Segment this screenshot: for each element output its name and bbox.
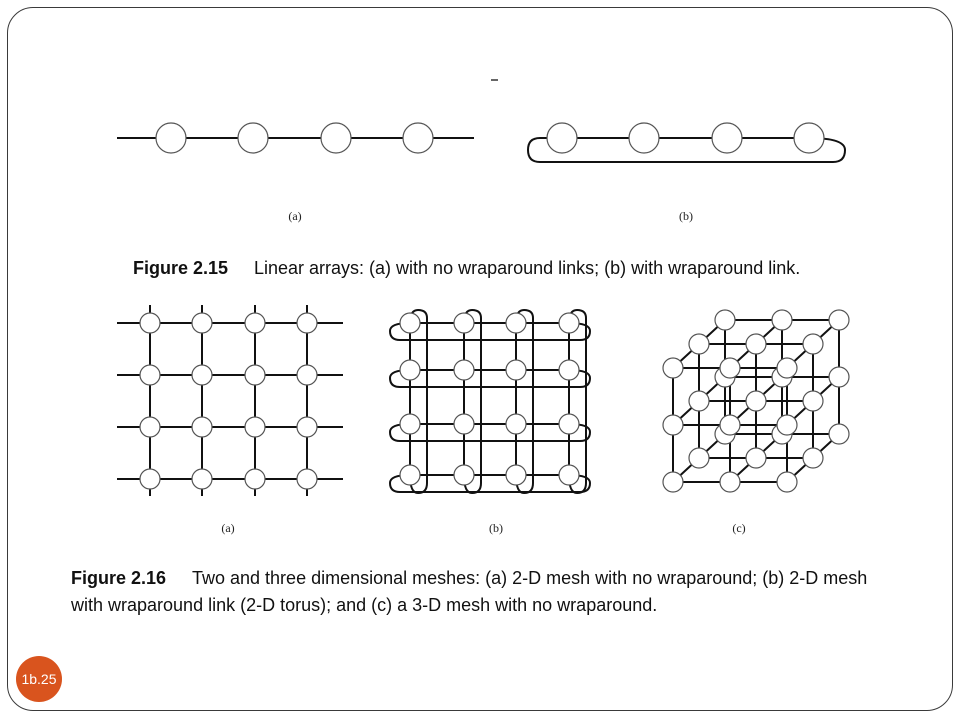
node	[237, 122, 269, 154]
fig216-caption-line1: Figure 2.16 Two and three dimensional me…	[71, 568, 867, 588]
node	[776, 471, 798, 493]
column-wraparound	[409, 308, 428, 495]
node	[628, 122, 660, 154]
node	[191, 364, 213, 386]
node	[802, 333, 824, 355]
node	[719, 357, 741, 379]
node	[688, 390, 710, 412]
column-wraparound	[515, 308, 534, 495]
node	[139, 312, 161, 334]
node	[688, 447, 710, 469]
fig216-label-c: (c)	[732, 521, 745, 535]
fig216-label-a: (a)	[221, 521, 234, 535]
node	[745, 447, 767, 469]
fig216-label-b: (b)	[489, 521, 503, 535]
node	[191, 468, 213, 490]
fig215-caption-number: Figure 2.15	[133, 258, 228, 278]
node	[399, 359, 421, 381]
node	[139, 468, 161, 490]
node	[505, 359, 527, 381]
node	[828, 366, 850, 388]
node	[546, 122, 578, 154]
column-wraparound	[463, 308, 482, 495]
node	[453, 413, 475, 435]
node	[776, 414, 798, 436]
node	[399, 464, 421, 486]
node	[828, 309, 850, 331]
node	[719, 471, 741, 493]
row-wraparound	[388, 369, 592, 388]
node	[558, 359, 580, 381]
column-wraparound	[568, 308, 587, 495]
node	[296, 312, 318, 334]
slide-number-badge: 1b.25	[16, 656, 62, 702]
node	[296, 364, 318, 386]
node	[453, 312, 475, 334]
fig215-caption-text: Linear arrays: (a) with no wraparound li…	[254, 258, 800, 278]
node	[802, 447, 824, 469]
node	[505, 464, 527, 486]
node	[662, 357, 684, 379]
mesh-2d-no-wraparound	[117, 305, 343, 496]
node	[793, 122, 825, 154]
node	[453, 464, 475, 486]
node	[714, 309, 736, 331]
node	[139, 364, 161, 386]
linear-array-no-wraparound	[117, 122, 474, 154]
node	[296, 468, 318, 490]
node	[719, 414, 741, 436]
fig216-caption-line2: with wraparound link (2-D torus); and (c…	[70, 595, 657, 615]
node	[662, 414, 684, 436]
fig215-caption: Figure 2.15 Linear arrays: (a) with no w…	[133, 258, 800, 278]
node	[558, 312, 580, 334]
node	[688, 333, 710, 355]
node	[745, 333, 767, 355]
node	[776, 357, 798, 379]
node	[244, 312, 266, 334]
mesh-3d-no-wraparound	[662, 309, 850, 493]
fig216-caption-text-1: Two and three dimensional meshes: (a) 2-…	[192, 568, 867, 588]
node	[244, 468, 266, 490]
node	[320, 122, 352, 154]
node	[505, 413, 527, 435]
row-wraparound	[388, 423, 592, 442]
fig215-label-b: (b)	[679, 209, 693, 223]
node	[139, 416, 161, 438]
node	[244, 416, 266, 438]
row-wraparound	[388, 322, 592, 341]
node	[771, 309, 793, 331]
node	[399, 413, 421, 435]
node	[191, 416, 213, 438]
node	[802, 390, 824, 412]
node	[828, 423, 850, 445]
node	[296, 416, 318, 438]
node	[745, 390, 767, 412]
linear-array-with-wraparound	[526, 122, 847, 163]
node	[453, 359, 475, 381]
node	[711, 122, 743, 154]
node	[244, 364, 266, 386]
node	[155, 122, 187, 154]
node	[191, 312, 213, 334]
node	[505, 312, 527, 334]
node	[399, 312, 421, 334]
node	[662, 471, 684, 493]
node	[402, 122, 434, 154]
fig216-caption-number: Figure 2.16	[71, 568, 166, 588]
node	[558, 464, 580, 486]
fig215-label-a: (a)	[288, 209, 301, 223]
mesh-2d-torus	[388, 308, 592, 495]
node	[558, 413, 580, 435]
